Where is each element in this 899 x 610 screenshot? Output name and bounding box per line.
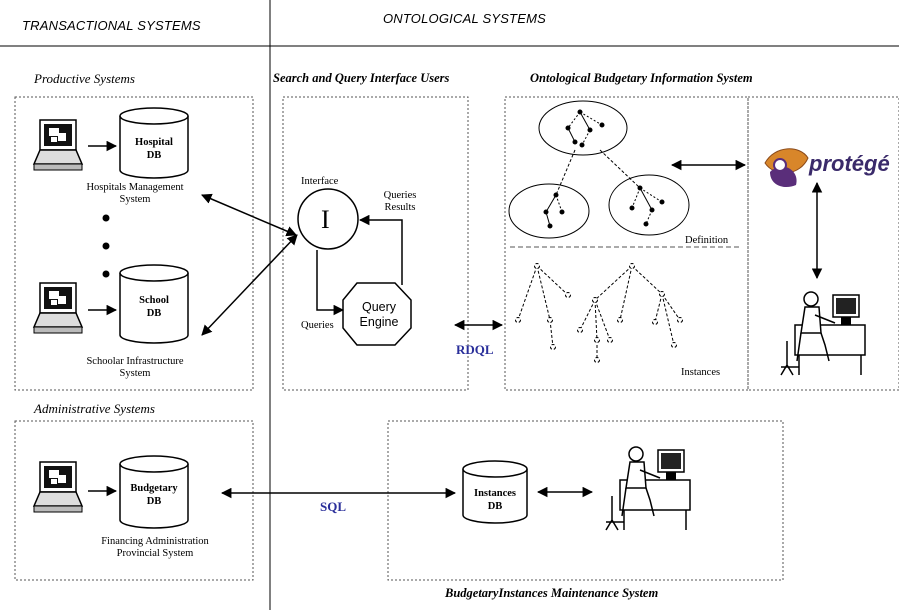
protege-logo-text: protégé	[809, 151, 890, 176]
rdql-label: RDQL	[456, 342, 494, 357]
ontological-header: ONTOLOGICAL SYSTEMS	[383, 11, 546, 26]
interface-symbol: I	[321, 205, 330, 234]
queries-label: Queries	[301, 320, 334, 331]
user-box	[747, 96, 899, 391]
administrative-box	[14, 420, 254, 581]
maintenance-user-icon	[605, 446, 691, 531]
school-computer-icon	[33, 282, 83, 334]
school-db-icon	[119, 264, 189, 344]
transactional-header: TRANSACTIONAL SYSTEMS	[22, 18, 201, 33]
search-title: Search and Query Interface Users	[273, 71, 450, 85]
definition-label: Definition	[685, 235, 729, 246]
sql-label: SQL	[320, 499, 347, 514]
hospital-db-icon	[119, 107, 189, 179]
budgetary-db-icon	[119, 455, 189, 529]
maintenance-box	[387, 420, 784, 581]
instances-db-icon	[462, 460, 528, 524]
productive-title: Productive Systems	[34, 71, 135, 86]
instances-label: Instances	[681, 367, 721, 378]
protege-logo-icon	[764, 148, 809, 188]
maintenance-title: BudgetaryInstances Maintenance System	[445, 586, 659, 600]
budgetary-computer-icon	[33, 461, 83, 513]
ontology-definition-graph	[508, 100, 690, 239]
interface-label: Interface	[301, 176, 339, 187]
ontology-instances-graph	[515, 263, 683, 363]
administrative-title: Administrative Systems	[34, 401, 155, 416]
ontology-user-icon	[780, 291, 866, 376]
hospital-computer-icon	[33, 119, 83, 171]
interface-circle	[297, 188, 359, 250]
ontological-title: Ontological Budgetary Information System	[530, 71, 753, 85]
